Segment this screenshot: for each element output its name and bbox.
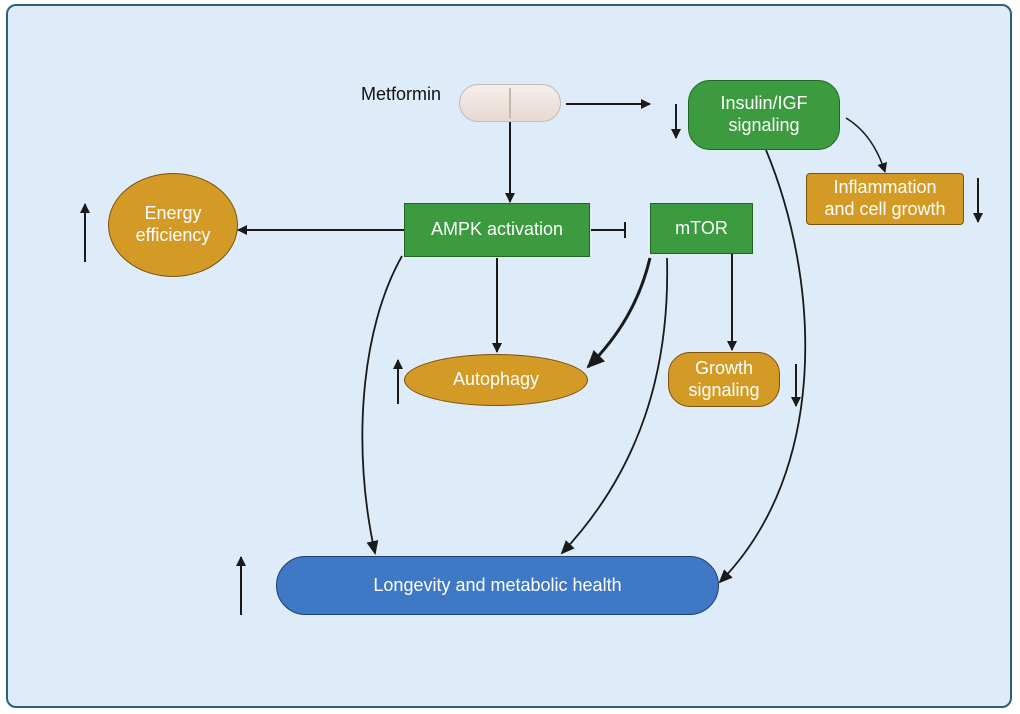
edge-ampk-longevity — [361, 255, 403, 555]
node-longevity: Longevity and metabolic health — [276, 556, 719, 615]
node-growth-signaling: Growth signaling — [668, 352, 780, 407]
node-mtor-label: mTOR — [675, 217, 728, 238]
metformin-pill-icon — [459, 84, 561, 122]
node-ampk-activation: AMPK activation — [404, 203, 590, 257]
node-inflammation: Inflammation and cell growth — [806, 173, 964, 225]
node-growth-line-2: signaling — [688, 379, 760, 400]
node-insulin-igf-line-2: signaling — [728, 115, 800, 135]
node-insulin-igf: Insulin/IGF signaling — [688, 80, 840, 150]
node-energy-efficiency: Energy efficiency — [108, 173, 238, 277]
node-autophagy: Autophagy — [404, 354, 588, 406]
node-growth-line-1: Growth — [694, 357, 754, 378]
metformin-label: Metformin — [361, 84, 442, 104]
edge-insulin-inflammation — [845, 117, 888, 173]
node-mtor: mTOR — [650, 203, 753, 254]
node-longevity-label: Longevity and metabolic health — [373, 574, 622, 595]
node-inflammation-line-1: Inflammation — [833, 177, 937, 198]
node-energy-line-1: Energy — [144, 203, 202, 224]
pill-score-line — [509, 88, 511, 118]
edge-mtor-autophagy — [586, 257, 652, 369]
node-energy-line-2: efficiency — [135, 225, 211, 245]
edge-insulin-longevity — [718, 149, 807, 584]
node-inflammation-line-2: and cell growth — [824, 199, 946, 219]
node-ampk-label: AMPK activation — [430, 219, 564, 240]
node-autophagy-label: Autophagy — [452, 369, 540, 390]
node-insulin-igf-line-1: Insulin/IGF — [720, 93, 808, 114]
edge-mtor-longevity — [560, 257, 669, 555]
